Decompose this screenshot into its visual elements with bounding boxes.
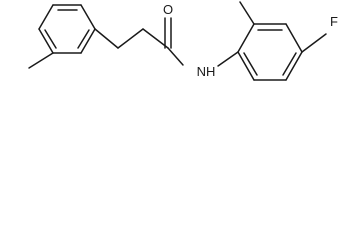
bond xyxy=(38,4,54,30)
n-aryl-bond xyxy=(217,51,239,67)
fluorine-label: F xyxy=(330,14,338,29)
oxygen-label: O xyxy=(163,2,173,17)
double-bond-inner xyxy=(44,29,57,49)
bond xyxy=(80,4,96,30)
methyl-bond xyxy=(28,52,54,69)
bond xyxy=(237,51,255,81)
ch2-bond xyxy=(142,28,169,49)
nh-label: NH xyxy=(197,64,216,79)
chemical-structure-diagram: O NH F xyxy=(28,1,338,81)
ch2-bond xyxy=(117,28,144,49)
m-tolyl-ring xyxy=(38,4,96,54)
double-bond-inner xyxy=(243,52,258,76)
bond xyxy=(38,28,54,54)
methyl-bond xyxy=(239,1,255,25)
ch2-bond xyxy=(94,28,119,49)
fluorine-bond xyxy=(301,33,327,53)
bond xyxy=(237,23,255,53)
bond xyxy=(285,51,303,81)
ch2-bond xyxy=(167,47,184,66)
fluoro-methyl-phenyl-ring xyxy=(237,23,303,81)
bond xyxy=(285,23,303,53)
bond xyxy=(80,28,96,54)
double-bond-inner xyxy=(77,29,90,49)
double-bond-inner xyxy=(282,52,297,76)
